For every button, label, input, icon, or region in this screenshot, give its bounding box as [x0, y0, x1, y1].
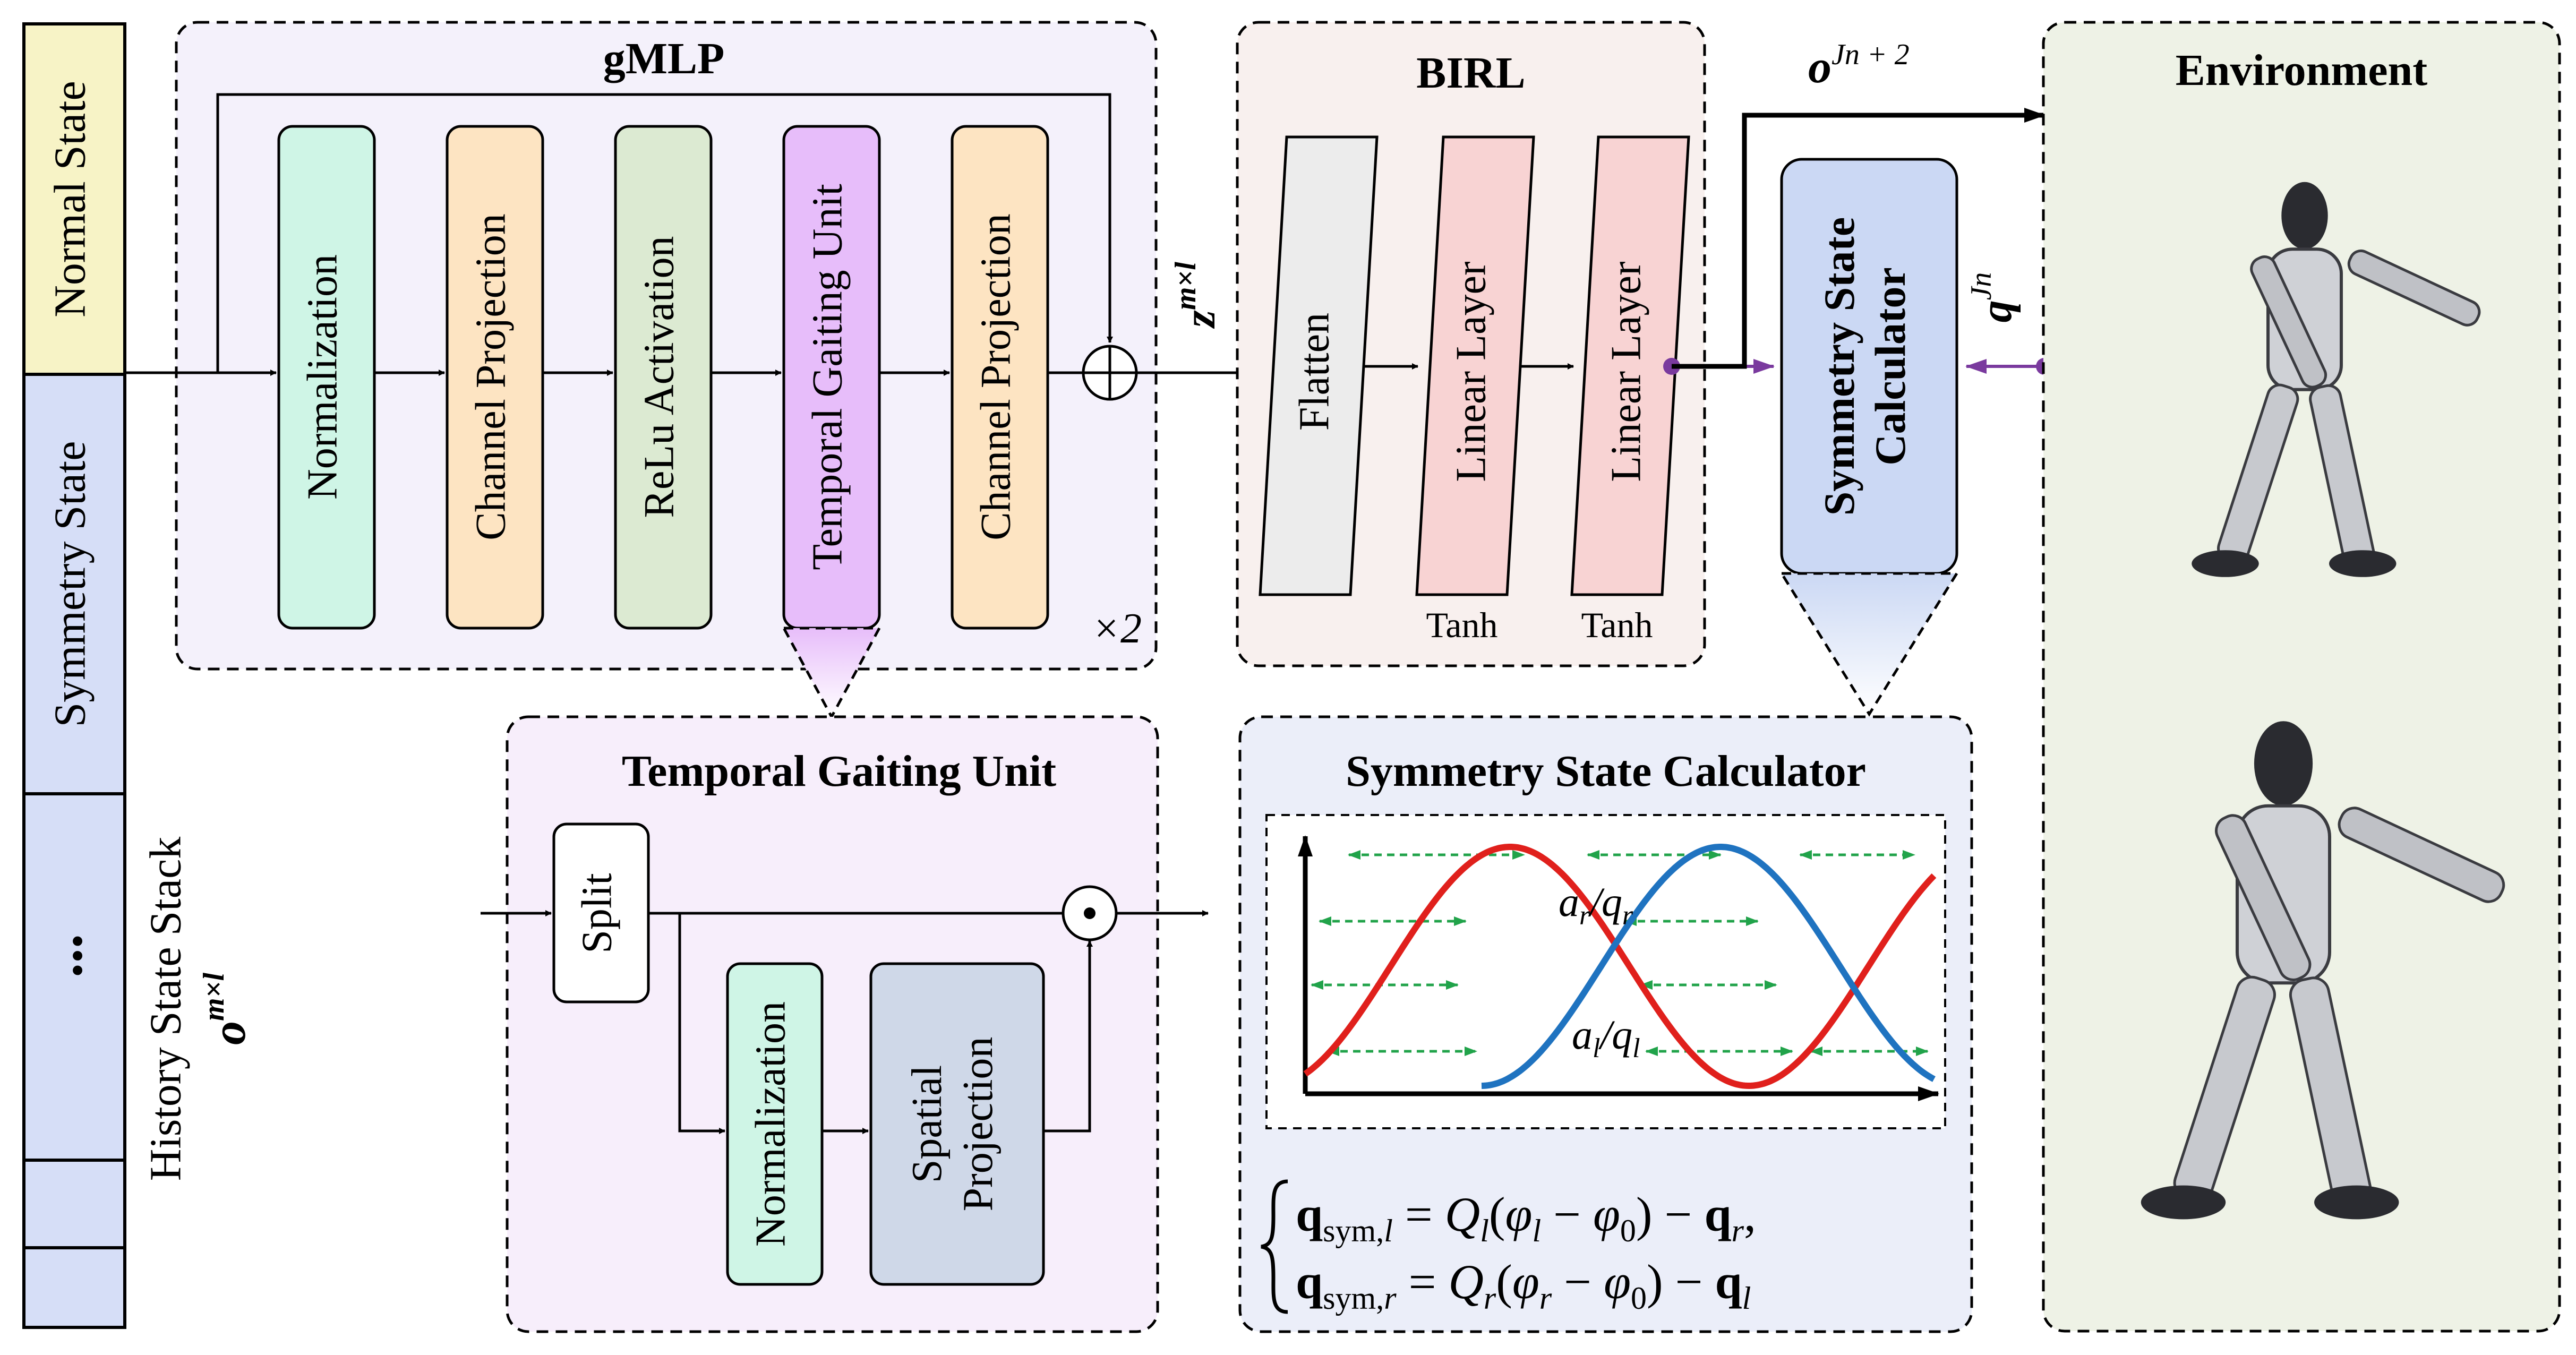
ssc-panel: Symmetry State Calculator ar/qr al/ql qs… [1238, 715, 1973, 1333]
left-wave-label: al/ql [1572, 1011, 1640, 1064]
ellipsis-label: ... [29, 934, 94, 978]
birl-block-linear-layer-2 [1570, 135, 1690, 596]
q-symbol: qJn [1965, 272, 2021, 323]
flow-arrow [678, 913, 725, 1134]
simulated-robot [2192, 182, 2481, 577]
equation-line-1: qsym,l = Ql(φl − φ0) − qr, [1296, 1187, 1756, 1248]
gmlp-title: gMLP [603, 34, 725, 83]
repeat-label: ×2 [1092, 605, 1142, 652]
env-output-line [1672, 108, 2046, 369]
phase-plot-frame [1265, 814, 1946, 1129]
flow-arrow [1043, 940, 1093, 1133]
symmetry-state-label: Symmetry State [45, 441, 95, 727]
stack-cell [22, 1159, 126, 1249]
symmetry-equations: qsym,l = Ql(φl − φ0) − qr, qsym,r = Qr(φ… [1261, 1179, 1756, 1316]
gmlp-block-label: ReLu Activation [636, 236, 682, 518]
equation-line-2: qsym,r = Qr(φr − φ0) − ql [1296, 1255, 1751, 1316]
ellipsis-cell [22, 792, 126, 1162]
environment-title: Environment [2176, 46, 2428, 95]
tgu-normalization-block [726, 962, 824, 1286]
history-state-symbol: om×l [198, 973, 255, 1045]
real-robot [2141, 721, 2505, 1220]
phase-plot: ar/qr al/ql [1298, 835, 1939, 1101]
gmlp-block-label: Channel Projection [467, 213, 514, 540]
history-state-stack-caption: History State Stack [141, 837, 190, 1181]
birl-block-label: Linear Layer [1603, 261, 1649, 482]
gmlp-block-label: Temporal Gaiting Unit [804, 184, 851, 570]
gmlp-block-normalization [277, 125, 376, 630]
spatial-projection-block [869, 962, 1045, 1286]
activation-label: Tanh [1581, 605, 1653, 645]
tgu-zoom-funnel [781, 627, 882, 720]
symmetry-calculator-label: Symmetry StateCalculator [1815, 217, 1914, 516]
gmlp-block-channel-projection-2 [951, 125, 1049, 630]
birl-block-linear-layer-1 [1415, 135, 1535, 596]
birl-block-label: Linear Layer [1448, 261, 1494, 482]
birl-block-flatten [1259, 135, 1379, 596]
normal-state-label: Normal State [45, 81, 95, 318]
stack-cell [22, 1246, 126, 1329]
normal-state-cell [22, 22, 126, 376]
birl-block-label: Flatten [1291, 313, 1338, 431]
right-leg-wave [1481, 844, 1936, 1089]
history-state-stack: Normal State Symmetry State ... History … [22, 22, 255, 1329]
split-label: Split [574, 873, 620, 953]
ssc-title: Symmetry State Calculator [1346, 747, 1866, 796]
gmlp-block-label: Channel Projection [972, 213, 1019, 540]
activation-label: Tanh [1426, 605, 1498, 645]
symmetry-state-cell [22, 373, 126, 795]
gmlp-block-channel-projection-1 [446, 125, 544, 630]
gmlp-block-label: Normalization [299, 254, 346, 500]
gmlp-panel: gMLP Normalization Channel Projection Re… [125, 21, 1158, 720]
tgu-panel: Temporal Gaiting Unit Split Normalizatio… [481, 715, 1209, 1333]
guide-arrows [1311, 850, 1929, 1056]
symmetry-state-calculator-block: Symmetry StateCalculator [1779, 158, 1959, 717]
env-output-symbol: oJn + 2 [1808, 38, 1910, 93]
ssc-zoom-funnel [1779, 572, 1959, 717]
tgu-normalization-label: Normalization [747, 1001, 794, 1247]
z-output-symbol: zm×l [1169, 262, 1225, 329]
right-wave-label: ar/qr [1559, 879, 1633, 931]
left-leg-wave [1303, 844, 1937, 1090]
equation-brace [1261, 1179, 1288, 1314]
birl-title: BIRL [1416, 48, 1525, 98]
tgu-title: Temporal Gaiting Unit [622, 747, 1056, 796]
skip-connection [216, 93, 1113, 373]
birl-panel: BIRL Flatten Linear Layer Linear Layer T… [1236, 21, 1706, 667]
environment-panel: Environment [2042, 21, 2561, 1333]
environment-panel-frame [2042, 21, 2561, 1333]
gmlp-block-relu-activation [614, 125, 713, 630]
